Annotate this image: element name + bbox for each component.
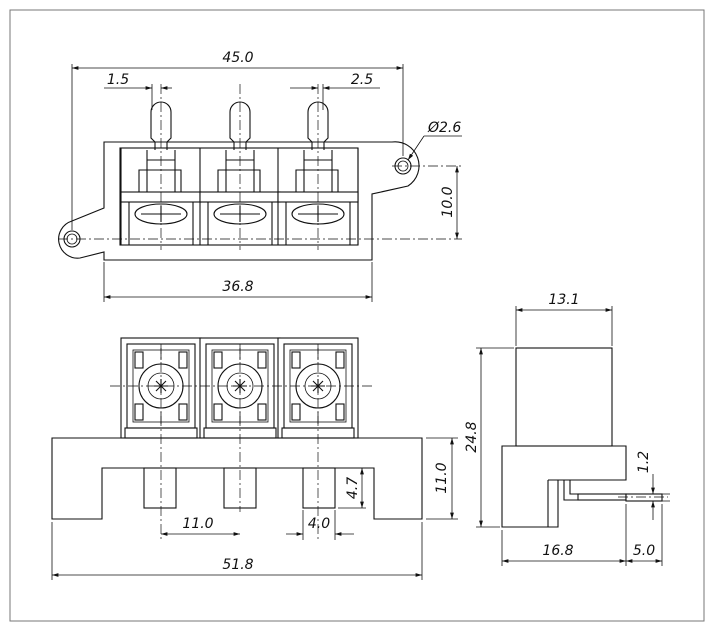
front-view: 11.0 4.0 4.7 11.0 51.8: [51, 337, 458, 580]
dim-51-8-label: 51.8: [222, 557, 253, 573]
dim-5-0-label: 5.0: [633, 543, 655, 559]
dim-pin-width-label: 4.0: [308, 516, 330, 532]
dim-45-label: 45.0: [222, 50, 253, 66]
dim-2-5-label: 2.5: [351, 72, 373, 88]
drawing-frame: [9, 9, 705, 622]
dim-13-1-label: 13.1: [548, 292, 579, 308]
top-view: 45.0 1.5 2.5 Ø2.6 10.0 36.8: [58, 50, 462, 302]
dim-10-label: 10.0: [440, 186, 456, 217]
top-flange-outline: [58, 141, 420, 261]
front-base-outline: [51, 437, 423, 520]
front-pin-3: [302, 467, 336, 509]
side-pin-lead: [563, 480, 578, 501]
front-pin-1: [143, 467, 177, 509]
dim-36-8-label: 36.8: [222, 279, 253, 295]
dim-16-8-label: 16.8: [542, 543, 573, 559]
dim-pitch-label: 11.0: [182, 516, 213, 532]
dim-base-height-label: 11.0: [434, 462, 450, 493]
dim-24-8-label: 24.8: [464, 421, 480, 452]
dim-hole-label: Ø2.6: [427, 120, 461, 136]
side-housing: [515, 347, 613, 447]
side-view: 13.1 24.8 16.8 5.0 1.2: [464, 292, 670, 566]
dim-pin-length-label: 4.7: [345, 477, 361, 499]
dim-1-2-label: 1.2: [636, 451, 652, 473]
dim-1-5-label: 1.5: [107, 72, 129, 88]
